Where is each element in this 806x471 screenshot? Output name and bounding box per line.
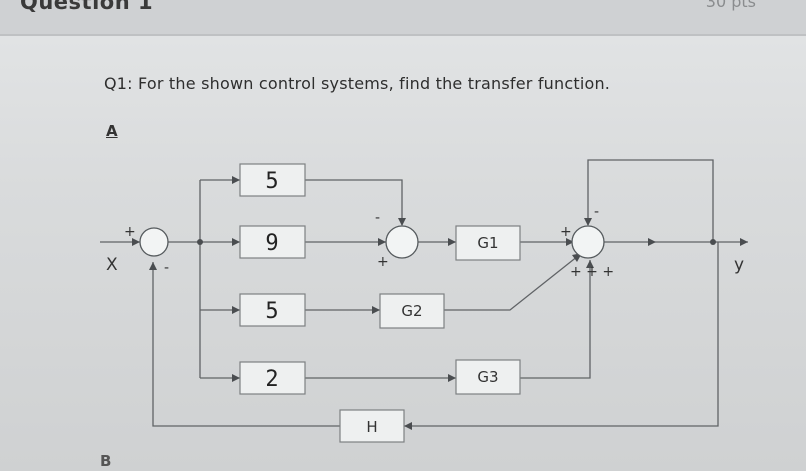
block-k3-label: 5 (265, 299, 278, 324)
arrow-k2 (232, 238, 240, 246)
wire-k1-to-sum2 (305, 179, 403, 225)
block-k4: 2 (239, 361, 306, 395)
sign-sum2-bottom: + (377, 254, 389, 270)
wire-g2-to-sum3 (444, 255, 579, 311)
arrow-output (740, 238, 748, 246)
sign-sum3-left: + (560, 224, 572, 240)
block-k2-label: 9 (265, 231, 278, 256)
part-b-label: B (100, 452, 112, 470)
question-title: Question 1 (20, 0, 154, 14)
sign-sum3-bottom: + + + (570, 264, 614, 280)
part-a-label: A (106, 122, 118, 140)
block-k3: 5 (239, 293, 306, 327)
arrow-input (132, 238, 140, 246)
arrow-k3 (232, 306, 240, 314)
arrow-g2 (372, 306, 380, 314)
block-k1: 5 (239, 163, 306, 197)
junction-dot (197, 239, 203, 245)
wire-out-to-h (404, 242, 719, 427)
sign-sum1-fb: - (164, 260, 169, 276)
arrow-sum3-left (566, 238, 574, 246)
arrow-k1 (232, 176, 240, 184)
block-h-label: H (366, 418, 377, 436)
junction-dot-output (710, 239, 716, 245)
sign-sum3-top: - (594, 204, 599, 220)
arrow-sum1-fb (149, 262, 157, 270)
arrow-g3-sum3 (586, 260, 594, 268)
wire-loop-to-sum3 (587, 159, 714, 242)
wire-g3-to-sum3 (520, 260, 591, 379)
output-label: y (734, 255, 744, 275)
arrow-mid-output (648, 238, 656, 246)
arrow-h (404, 422, 412, 430)
block-k1-label: 5 (265, 169, 278, 194)
block-g2: G2 (379, 293, 445, 329)
block-g1-label: G1 (477, 234, 498, 252)
sign-sum2-top: - (375, 210, 380, 226)
block-g2-label: G2 (401, 302, 422, 320)
block-h: H (339, 409, 405, 443)
wire-h-to-sum1 (152, 262, 340, 427)
block-g1: G1 (455, 225, 521, 261)
question-header: Question 1 30 pts (0, 0, 806, 36)
block-k4-label: 2 (265, 367, 278, 392)
arrow-sum2-left (378, 238, 386, 246)
arrow-sum3-top (584, 218, 592, 226)
question-points: 30 pts (705, 0, 756, 11)
input-label: X (106, 255, 118, 275)
arrow-k4 (232, 374, 240, 382)
arrow-sum2-top (398, 218, 406, 226)
block-g3-label: G3 (477, 368, 498, 386)
arrow-g3 (448, 374, 456, 382)
summing-junction-1 (139, 227, 169, 257)
block-g3: G3 (455, 359, 521, 395)
question-text: Q1: For the shown control systems, find … (104, 74, 611, 93)
summing-junction-3 (571, 225, 605, 259)
arrow-g1 (448, 238, 456, 246)
block-k2: 9 (239, 225, 306, 259)
summing-junction-2 (385, 225, 419, 259)
sign-sum1-in: + (124, 224, 136, 240)
